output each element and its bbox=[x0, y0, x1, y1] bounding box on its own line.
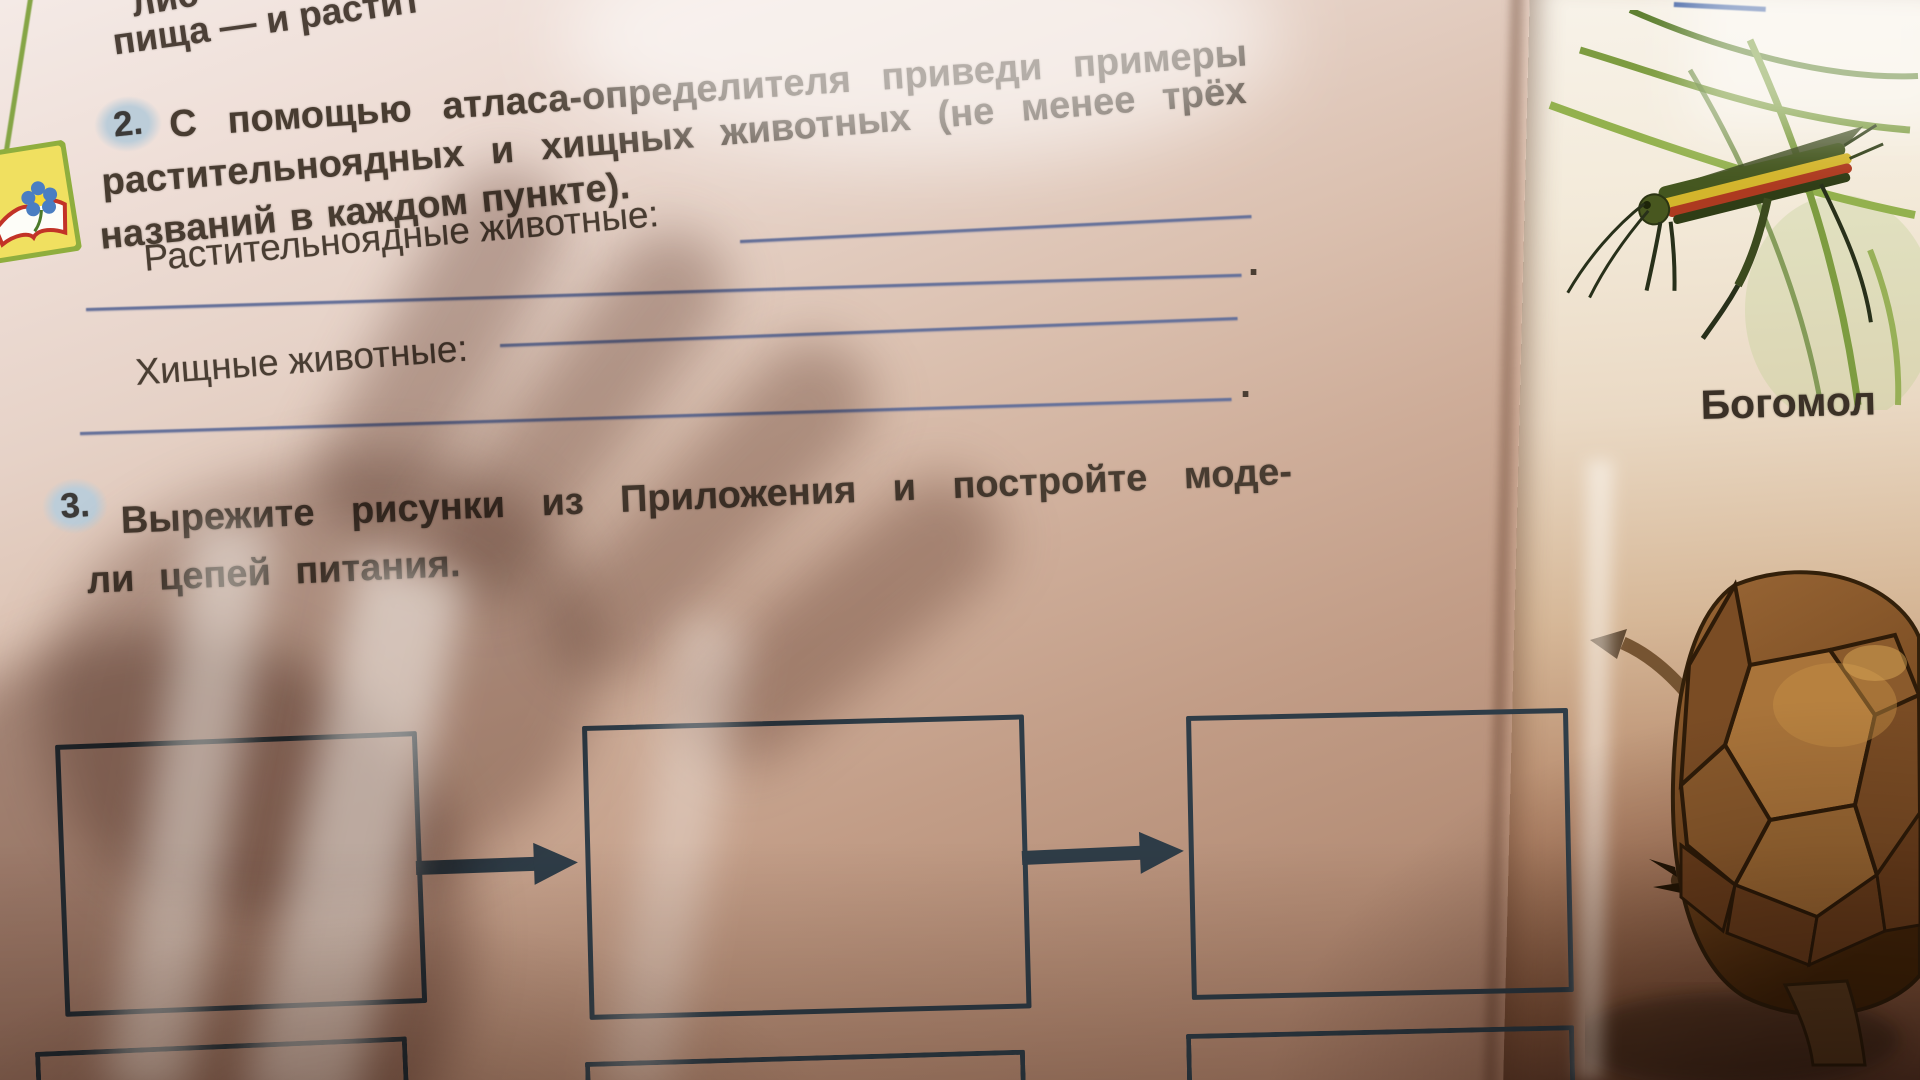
herbivores-line-period: . bbox=[1248, 240, 1260, 284]
task2-number-badge: 2. bbox=[91, 92, 165, 156]
chain-arrow-2 bbox=[1021, 829, 1185, 880]
herbivores-blank-2 bbox=[86, 273, 1242, 311]
predators-line-period: . bbox=[1240, 362, 1252, 406]
chain-box-3 bbox=[1186, 708, 1574, 1000]
tortoise-illustration bbox=[1585, 570, 1920, 1080]
chain-box-2 bbox=[582, 714, 1032, 1020]
chain-box-1 bbox=[55, 731, 428, 1017]
task3-number-badge: 3. bbox=[40, 475, 110, 537]
task3-text-line1: Вырежите рисунки из Приложения и построй… bbox=[120, 450, 1293, 542]
predators-label: Хищные животные: bbox=[134, 327, 470, 393]
tortoise-head bbox=[1590, 629, 1627, 659]
predators-blank-2 bbox=[80, 397, 1232, 435]
predators-blank-1 bbox=[500, 316, 1238, 347]
chain-box-6-partial bbox=[1186, 1025, 1576, 1080]
herbivores-blank-1 bbox=[740, 214, 1252, 243]
task3-text-line2: ли цепей питания. bbox=[86, 543, 462, 602]
mantis-caption: Богомол bbox=[1700, 377, 1877, 428]
chain-box-5-partial bbox=[585, 1049, 1027, 1080]
atlas-book-flower-icon bbox=[0, 139, 83, 265]
grasshopper-illustration bbox=[1548, 10, 1920, 410]
chain-box-4-partial bbox=[35, 1036, 410, 1080]
chain-arrow-1 bbox=[415, 840, 579, 890]
